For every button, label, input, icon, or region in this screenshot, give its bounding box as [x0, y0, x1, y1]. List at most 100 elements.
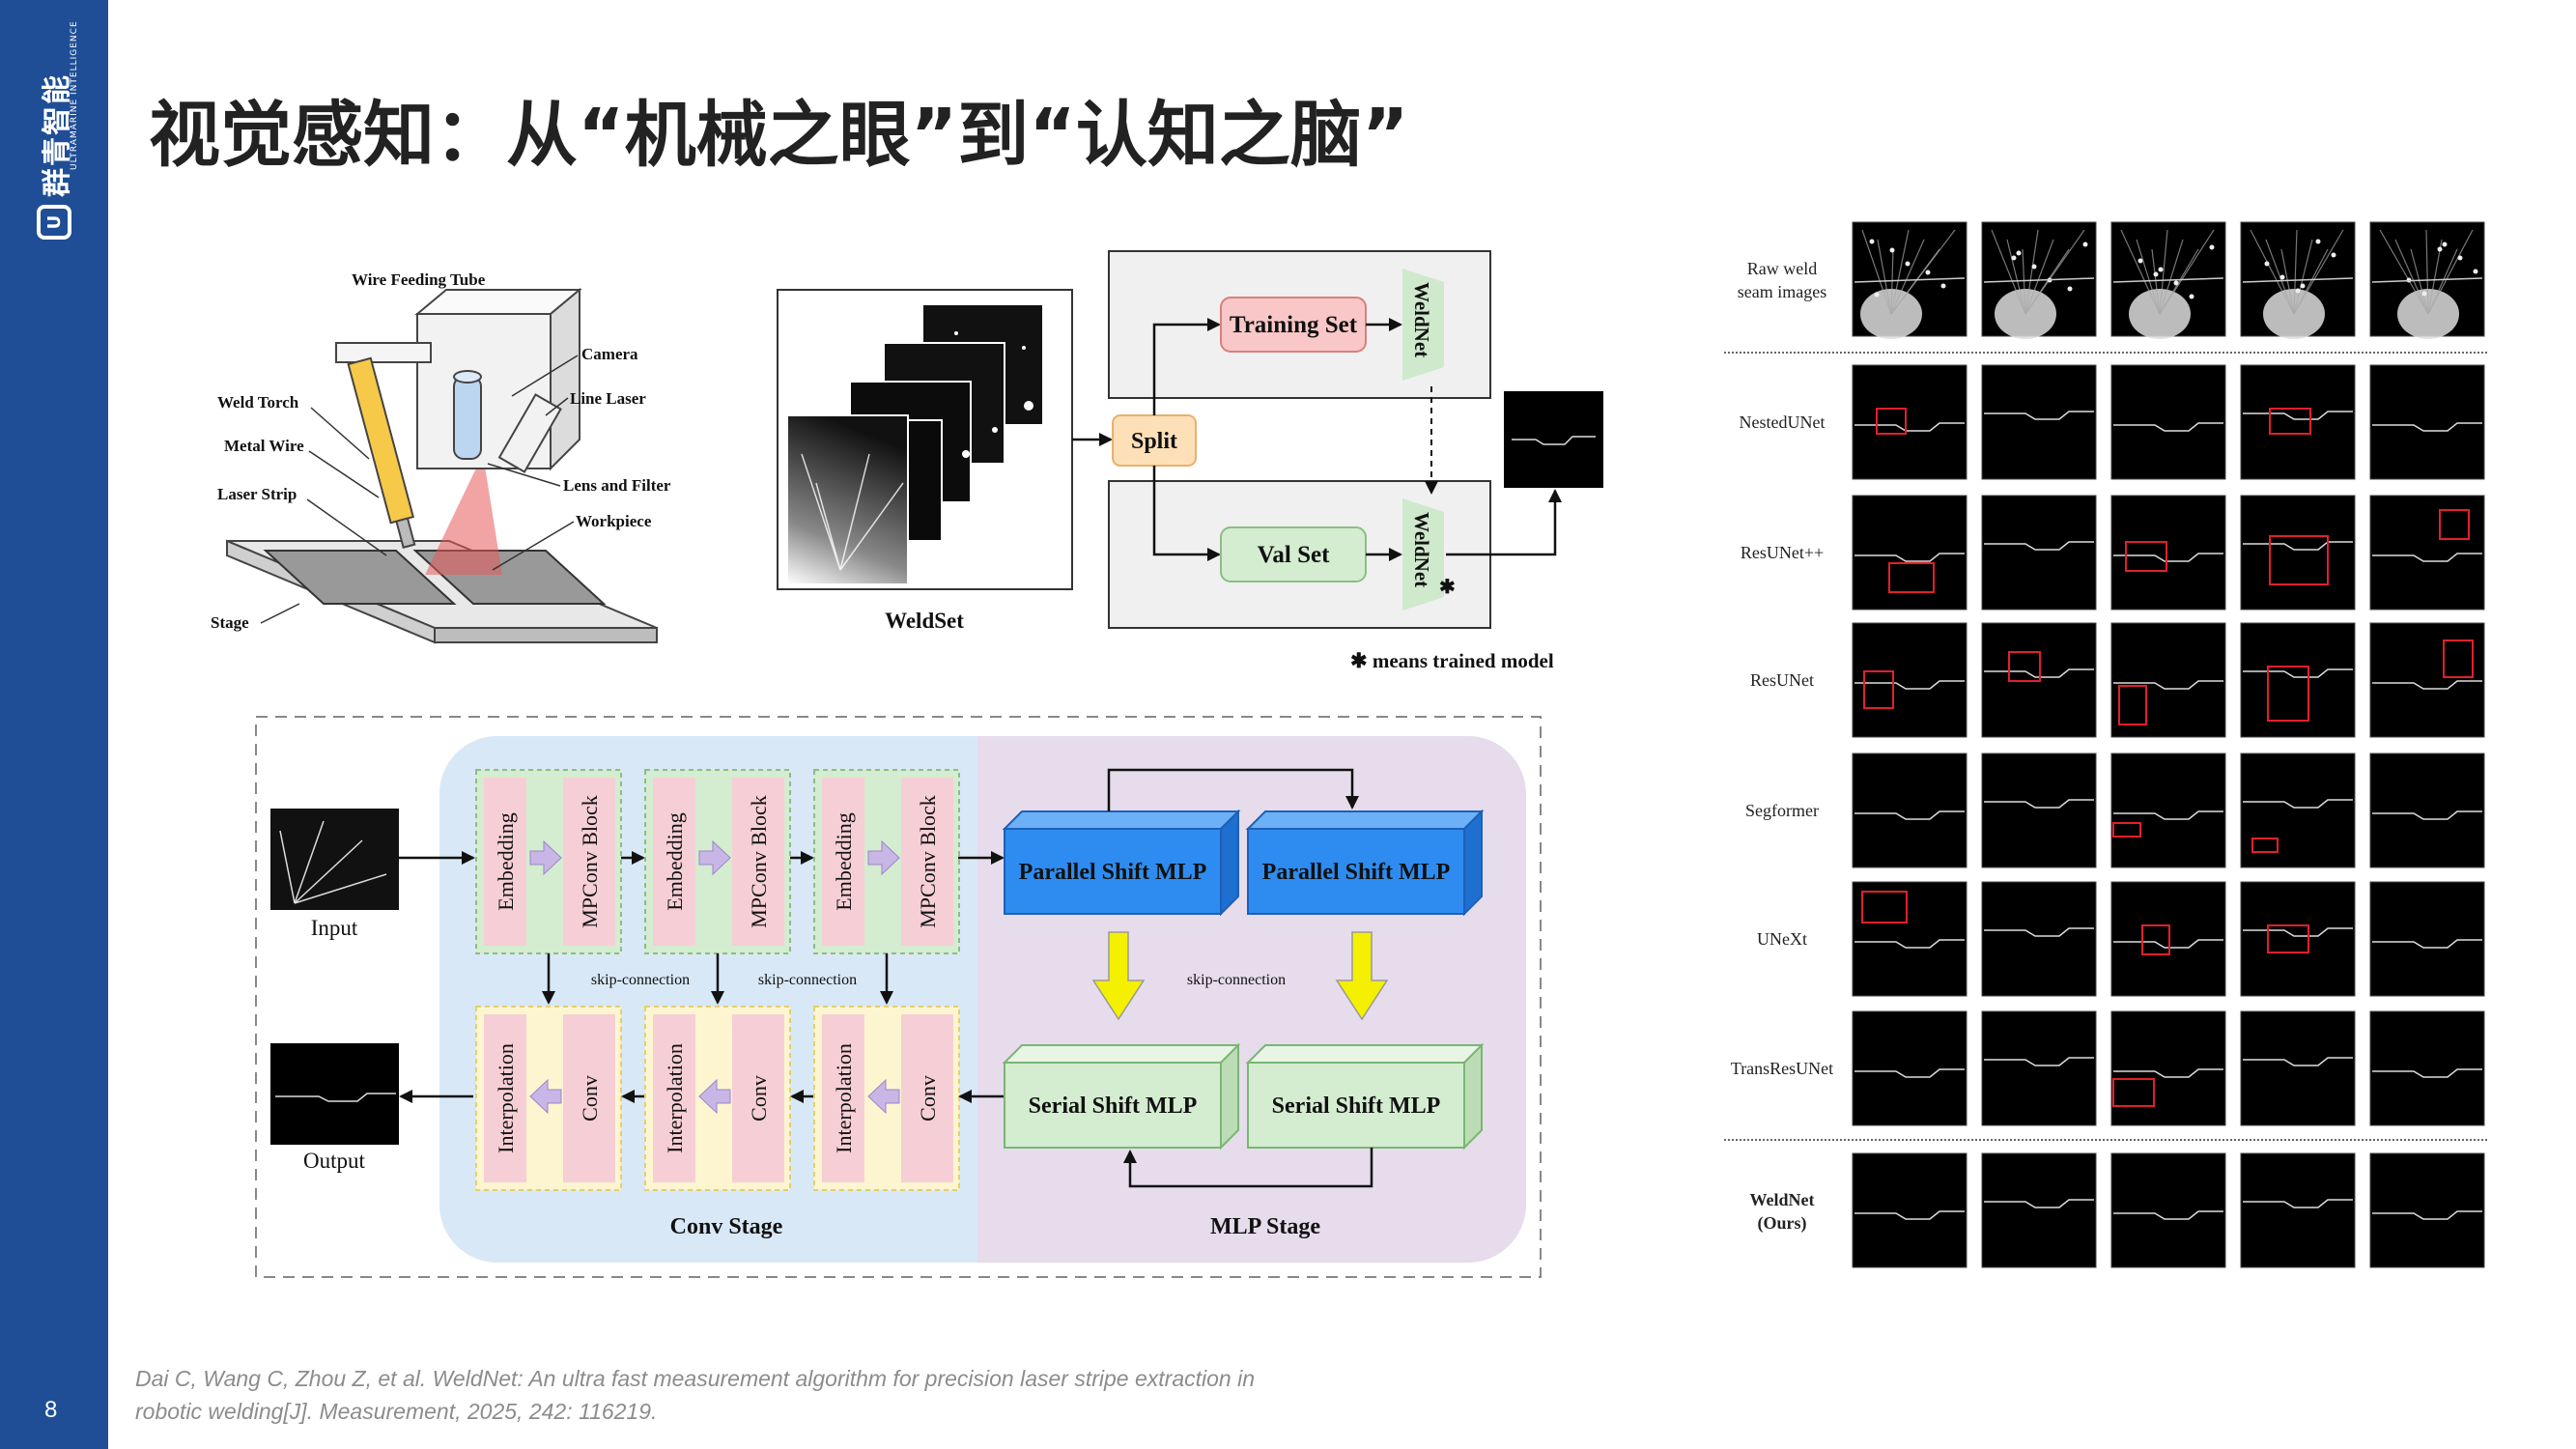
- highlight-box: [1861, 891, 1908, 923]
- citation-line-1: Dai C, Wang C, Zhou Z, et al. WeldNet: A…: [135, 1366, 1255, 1391]
- grid-cell: [1981, 221, 2097, 339]
- label-laser-strip: Laser Strip: [217, 485, 297, 503]
- highlight-box: [2443, 639, 2474, 678]
- label-wire-feeding-tube: Wire Feeding Tube: [352, 270, 486, 289]
- serial-mlp-1: Serial Shift MLP: [1002, 1042, 1241, 1151]
- training-pipeline: WeldSet Split Training Set Val Set WeldN…: [777, 250, 1603, 672]
- grid-cell: [2240, 1010, 2356, 1126]
- row-label: ResUNet++: [1741, 543, 1824, 562]
- interpolation-label: Interpolation: [494, 1043, 518, 1153]
- interpolation-label: Interpolation: [832, 1043, 856, 1153]
- purple-arrow-icon: [867, 839, 900, 876]
- purple-arrow-icon: [698, 1078, 731, 1115]
- row-label: NestedUNet: [1740, 412, 1826, 432]
- svg-text:Parallel Shift MLP: Parallel Shift MLP: [1262, 860, 1451, 885]
- highlight-box: [2125, 541, 2167, 572]
- grid-cell: [1852, 753, 1967, 868]
- highlight-box: [2112, 822, 2141, 838]
- embedding-label: Embedding: [832, 812, 856, 910]
- weldset-label: WeldSet: [885, 609, 964, 633]
- grid-cell: [2110, 495, 2226, 611]
- grid-cell: [2240, 364, 2356, 480]
- grid-row-4: ResUNet: [1750, 622, 2485, 738]
- split-label: Split: [1131, 429, 1177, 454]
- interpolation-label: Interpolation: [663, 1043, 687, 1153]
- grid-cell: [2369, 364, 2485, 480]
- skip-label-3: skip-connection: [1187, 972, 1286, 988]
- weldnet-label-train: WeldNet: [1410, 282, 1433, 357]
- grid-cell: [1852, 364, 1967, 480]
- highlight-box: [2267, 924, 2309, 953]
- page-number: 8: [44, 1397, 58, 1423]
- grid-row-6: UNeXt: [1757, 881, 2485, 997]
- parallel-mlp-1: Parallel Shift MLP: [1002, 809, 1241, 917]
- grid-cell: [2240, 881, 2356, 997]
- trained-model-note: ✱ means trained model: [1350, 649, 1554, 672]
- grid-cell: [2110, 753, 2226, 868]
- highlight-box: [2269, 408, 2311, 435]
- training-set-label: Training Set: [1230, 312, 1358, 338]
- grid-cell: [2110, 1010, 2226, 1126]
- label-line-laser: Line Laser: [570, 389, 646, 408]
- grid-cell: [1852, 1152, 1967, 1268]
- conv-label: Conv: [578, 1075, 602, 1122]
- encoder-block-2: Embedding MPConv Block: [644, 769, 791, 954]
- grid-row-2: NestedUNet: [1740, 364, 2485, 480]
- row-label: seam images: [1738, 282, 1826, 301]
- grid-cell: [2110, 221, 2226, 339]
- grid-row-8: WeldNet(Ours): [1750, 1152, 2485, 1268]
- grid-cell: [1852, 495, 1967, 611]
- mpconv-label: MPConv Block: [578, 795, 602, 928]
- skip-label-2: skip-connection: [758, 972, 857, 988]
- grid-cell: [2240, 753, 2356, 868]
- grid-cell: [2369, 622, 2485, 738]
- mpconv-label: MPConv Block: [747, 795, 771, 928]
- figure-diagrams: Wire Feeding Tube Camera Line Laser Weld…: [211, 250, 1603, 1278]
- embedding-label: Embedding: [494, 812, 518, 910]
- weld-torch: [347, 356, 415, 525]
- lens-icon: [453, 376, 482, 460]
- weld-image-stack: [786, 414, 909, 585]
- grid-cell: [1852, 622, 1967, 738]
- label-metal-wire: Metal Wire: [224, 437, 304, 455]
- row-label: Raw weld: [1747, 259, 1817, 278]
- svg-text:Serial Shift MLP: Serial Shift MLP: [1029, 1094, 1198, 1119]
- grid-cell: [1981, 495, 2097, 611]
- highlight-box: [2008, 651, 2041, 682]
- encoder-block-3: Embedding MPConv Block: [813, 769, 960, 954]
- mpconv-label: MPConv Block: [916, 795, 940, 928]
- serial-mlp-2: Serial Shift MLP: [1245, 1042, 1485, 1151]
- row-label: ResUNet: [1750, 670, 1814, 690]
- svg-text:Parallel Shift MLP: Parallel Shift MLP: [1019, 860, 1207, 885]
- embedding-label: Embedding: [663, 812, 687, 910]
- highlight-box: [2118, 685, 2147, 725]
- label-workpiece: Workpiece: [576, 512, 652, 530]
- purple-arrow-icon: [867, 1078, 900, 1115]
- grid-cell: [1981, 1152, 2097, 1268]
- weldnet-label-val: WeldNet: [1410, 512, 1433, 587]
- grid-cell: [1852, 1010, 1967, 1126]
- highlight-box: [2141, 924, 2170, 955]
- label-stage: Stage: [211, 613, 249, 632]
- grid-cell: [2240, 495, 2356, 611]
- label-weld-torch: Weld Torch: [217, 393, 299, 412]
- grid-cell: [1981, 364, 2097, 480]
- svg-text:Serial Shift MLP: Serial Shift MLP: [1272, 1094, 1441, 1119]
- line-laser-box: [497, 393, 562, 473]
- input-image: [270, 809, 399, 910]
- highlight-box: [2251, 838, 2279, 853]
- highlight-box: [1863, 670, 1894, 709]
- label-camera: Camera: [581, 345, 638, 363]
- row-label: UNeXt: [1757, 929, 1807, 949]
- architecture-frame: [255, 716, 1542, 1278]
- decoder-block-1: Interpolation Conv: [475, 1006, 622, 1191]
- purple-arrow-icon: [529, 839, 562, 876]
- grid-row-7: TransResUNet: [1731, 1010, 2485, 1126]
- grid-cell: [1852, 881, 1967, 997]
- grid-cell: [2240, 1152, 2356, 1268]
- highlight-box: [2269, 535, 2329, 585]
